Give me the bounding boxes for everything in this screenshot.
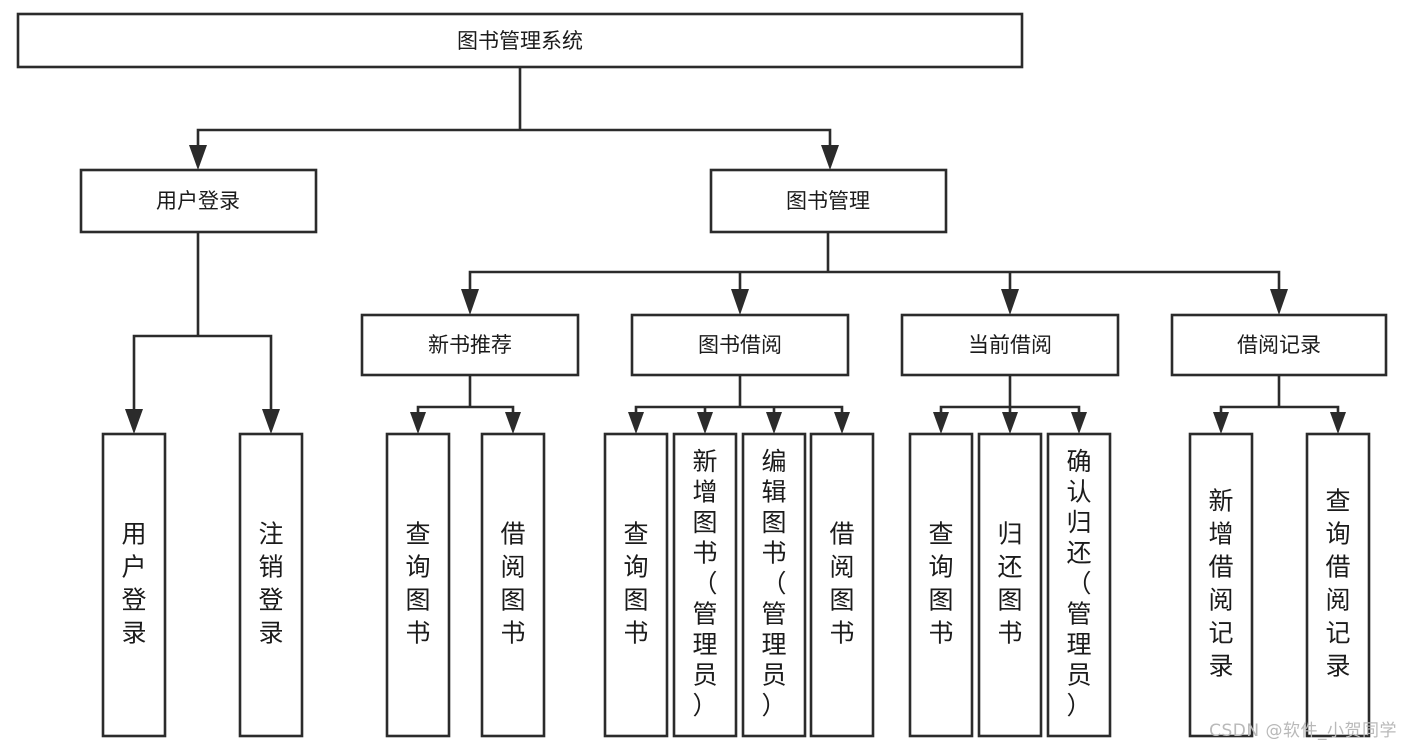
arrow-to-leaf-3 bbox=[410, 412, 426, 434]
node-leaf-5-box[interactable] bbox=[603, 432, 669, 738]
node-borrow-record-box[interactable] bbox=[1170, 313, 1388, 377]
leaf-layer: 用户登录 注销登录 查询图书 借阅图书 查询图书 新增图书（管理员） bbox=[101, 432, 1371, 738]
node-leaf-10-label: 归还图书 bbox=[997, 520, 1022, 648]
node-root-label: 图书管理系统 bbox=[457, 29, 583, 53]
arrow-to-leaf-10 bbox=[1002, 412, 1018, 434]
node-book-manage[interactable]: 图书管理 bbox=[709, 168, 948, 234]
arrow-to-leaf-4 bbox=[505, 412, 521, 434]
node-current-borrow-label: 当前借阅 bbox=[968, 333, 1052, 357]
node-root-box[interactable] bbox=[16, 12, 1024, 69]
node-leaf-7-box[interactable] bbox=[741, 432, 807, 738]
node-leaf-10-box[interactable] bbox=[977, 432, 1043, 738]
arrow-to-leaf-7 bbox=[766, 412, 782, 434]
node-borrow-record[interactable]: 借阅记录 bbox=[1170, 313, 1388, 377]
node-leaf-4-box[interactable] bbox=[480, 432, 546, 738]
node-leaf-6-box[interactable] bbox=[672, 432, 738, 738]
node-leaf-13-label: 查询借阅记录 bbox=[1325, 487, 1350, 681]
connector-borrowrecord-bus bbox=[1219, 373, 1340, 426]
arrow-to-leaf-8 bbox=[834, 412, 850, 434]
node-leaf-9-label: 查询图书 bbox=[928, 520, 953, 648]
node-leaf-4-label: 借阅图书 bbox=[500, 520, 525, 648]
node-user-login[interactable]: 用户登录 bbox=[79, 168, 318, 234]
arrow-to-leaf-1 bbox=[125, 409, 143, 434]
node-book-borrow-label: 图书借阅 bbox=[698, 333, 782, 357]
node-leaf-9[interactable]: 查询图书 bbox=[908, 432, 974, 738]
node-leaf-8[interactable]: 借阅图书 bbox=[809, 432, 875, 738]
node-leaf-4[interactable]: 借阅图书 bbox=[480, 432, 546, 738]
node-leaf-1-label: 用户登录 bbox=[121, 520, 146, 648]
node-current-borrow-box[interactable] bbox=[900, 313, 1120, 377]
node-leaf-2[interactable]: 注销登录 bbox=[238, 432, 304, 738]
node-root[interactable]: 图书管理系统 bbox=[16, 12, 1024, 69]
arrow-to-leaf-13 bbox=[1330, 412, 1346, 434]
node-leaf-11[interactable]: 确认归还（管理员） bbox=[1046, 432, 1112, 738]
node-book-borrow-box[interactable] bbox=[630, 313, 850, 377]
node-leaf-9-box[interactable] bbox=[908, 432, 974, 738]
node-new-book-rec-label: 新书推荐 bbox=[428, 333, 512, 357]
arrow-to-leaf-5 bbox=[628, 412, 644, 434]
node-leaf-3[interactable]: 查询图书 bbox=[385, 432, 451, 738]
node-leaf-12-label: 新增借阅记录 bbox=[1208, 487, 1233, 681]
node-leaf-13-box[interactable] bbox=[1305, 432, 1371, 738]
node-book-manage-label: 图书管理 bbox=[786, 189, 870, 213]
arrow-to-leaf-11 bbox=[1071, 412, 1087, 434]
connector-root-bus bbox=[196, 65, 832, 160]
node-leaf-8-box[interactable] bbox=[809, 432, 875, 738]
node-book-manage-box[interactable] bbox=[709, 168, 948, 234]
node-leaf-3-box[interactable] bbox=[385, 432, 451, 738]
connector-newbook-bus bbox=[416, 373, 515, 426]
node-leaf-11-box[interactable] bbox=[1046, 432, 1112, 738]
node-leaf-1-box[interactable] bbox=[101, 432, 167, 738]
arrow-to-borrow-record bbox=[1270, 289, 1288, 315]
csdn-watermark: CSDN @软件_小贺同学 bbox=[1209, 721, 1397, 741]
node-leaf-8-label: 借阅图书 bbox=[829, 520, 854, 648]
node-leaf-12-box[interactable] bbox=[1188, 432, 1254, 738]
arrow-to-leaf-2 bbox=[262, 409, 280, 434]
node-leaf-3-label: 查询图书 bbox=[405, 520, 430, 648]
arrow-to-book-manage bbox=[821, 145, 839, 170]
connector-layer bbox=[125, 65, 1346, 434]
connector-bookmanage-bus bbox=[468, 230, 1281, 302]
node-leaf-7-label: 编辑图书（管理员） bbox=[761, 447, 786, 720]
node-leaf-13[interactable]: 查询借阅记录 bbox=[1305, 432, 1371, 738]
node-leaf-7[interactable]: 编辑图书（管理员） bbox=[741, 432, 807, 738]
node-leaf-10[interactable]: 归还图书 bbox=[977, 432, 1043, 738]
node-leaf-1[interactable]: 用户登录 bbox=[101, 432, 167, 738]
node-book-borrow[interactable]: 图书借阅 bbox=[630, 313, 850, 377]
node-new-book-rec[interactable]: 新书推荐 bbox=[360, 313, 580, 377]
connector-userlogin-bus bbox=[132, 230, 273, 414]
node-leaf-11-label: 确认归还（管理员） bbox=[1066, 447, 1091, 720]
node-leaf-5-label: 查询图书 bbox=[623, 520, 648, 648]
node-leaf-2-box[interactable] bbox=[238, 432, 304, 738]
arrow-to-book-borrow bbox=[731, 289, 749, 315]
arrow-to-current-borrow bbox=[1001, 289, 1019, 315]
node-user-login-label: 用户登录 bbox=[156, 189, 240, 213]
arrow-to-leaf-12 bbox=[1213, 412, 1229, 434]
node-new-book-rec-box[interactable] bbox=[360, 313, 580, 377]
connector-bookborrow-bus bbox=[634, 373, 844, 426]
node-leaf-2-label: 注销登录 bbox=[258, 520, 283, 648]
node-borrow-record-label: 借阅记录 bbox=[1237, 333, 1321, 357]
arrow-to-leaf-6 bbox=[697, 412, 713, 434]
node-leaf-12[interactable]: 新增借阅记录 bbox=[1188, 432, 1254, 738]
arrow-to-user-login bbox=[189, 145, 207, 170]
node-leaf-5[interactable]: 查询图书 bbox=[603, 432, 669, 738]
node-current-borrow[interactable]: 当前借阅 bbox=[900, 313, 1120, 377]
node-leaf-6[interactable]: 新增图书（管理员） bbox=[672, 432, 738, 738]
arrow-to-new-book-rec bbox=[461, 289, 479, 315]
node-leaf-6-label: 新增图书（管理员） bbox=[692, 447, 717, 720]
node-user-login-box[interactable] bbox=[79, 168, 318, 234]
arrow-to-leaf-9 bbox=[933, 412, 949, 434]
